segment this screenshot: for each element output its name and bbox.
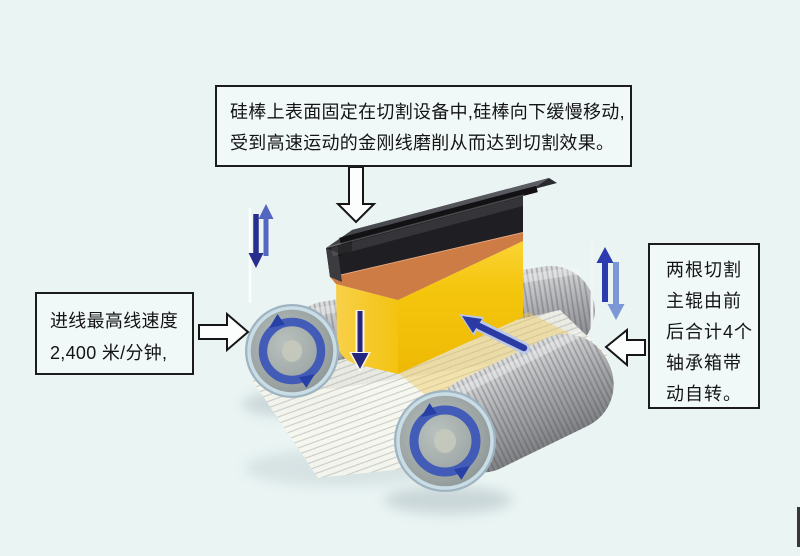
callout-text-line: 主辊由前 — [666, 291, 742, 311]
callout-cutting-process: 硅棒上表面固定在切割设备中,硅棒向下缓慢移动, 受到高速运动的金刚线磨削从而达到… — [215, 85, 632, 167]
screen-edge-artifact — [797, 507, 800, 547]
callout-text-line: 进线最高线速度 — [50, 311, 179, 331]
callout-text-line: 轴承箱带 — [666, 353, 742, 373]
wire-up-down-arrows-right — [596, 247, 625, 320]
down-block-arrow-icon — [335, 166, 377, 224]
wire-direction-arrow — [459, 314, 530, 354]
right-block-arrow-icon — [198, 311, 250, 353]
callout-roller-bearings: 两根切割 主辊由前 后合计4个 轴承箱带 动自转。 — [648, 243, 760, 409]
callout-wire-speed: 进线最高线速度 2,400 米/分钟, — [35, 292, 194, 375]
clamp-fixture — [326, 178, 557, 282]
wire-up-down-arrows-left — [248, 204, 274, 268]
callout-text-line: 2,400 米/分钟, — [50, 343, 168, 363]
callout-text-line: 受到高速运动的金刚线磨削从而达到切割效果。 — [230, 133, 615, 153]
roller-rotation-arrow-rear — [258, 314, 326, 388]
rod-feed-down-arrow — [349, 310, 371, 372]
callout-text-line: 两根切割 — [666, 260, 742, 280]
left-block-arrow-icon — [604, 327, 646, 368]
callout-text-line: 动自转。 — [666, 384, 742, 404]
fixture-groove — [339, 185, 538, 245]
mounting-strip — [330, 232, 523, 300]
silicon-rod — [336, 241, 523, 374]
front-roller-endcap — [394, 390, 496, 492]
roller-rotation-arrow-front — [409, 403, 481, 480]
fixture-notch — [338, 241, 352, 256]
rear-roller-endcap — [245, 304, 339, 398]
callout-text-line: 硅棒上表面固定在切割设备中,硅棒向下缓慢移动, — [230, 102, 625, 122]
callout-text-line: 后合计4个 — [666, 322, 754, 342]
